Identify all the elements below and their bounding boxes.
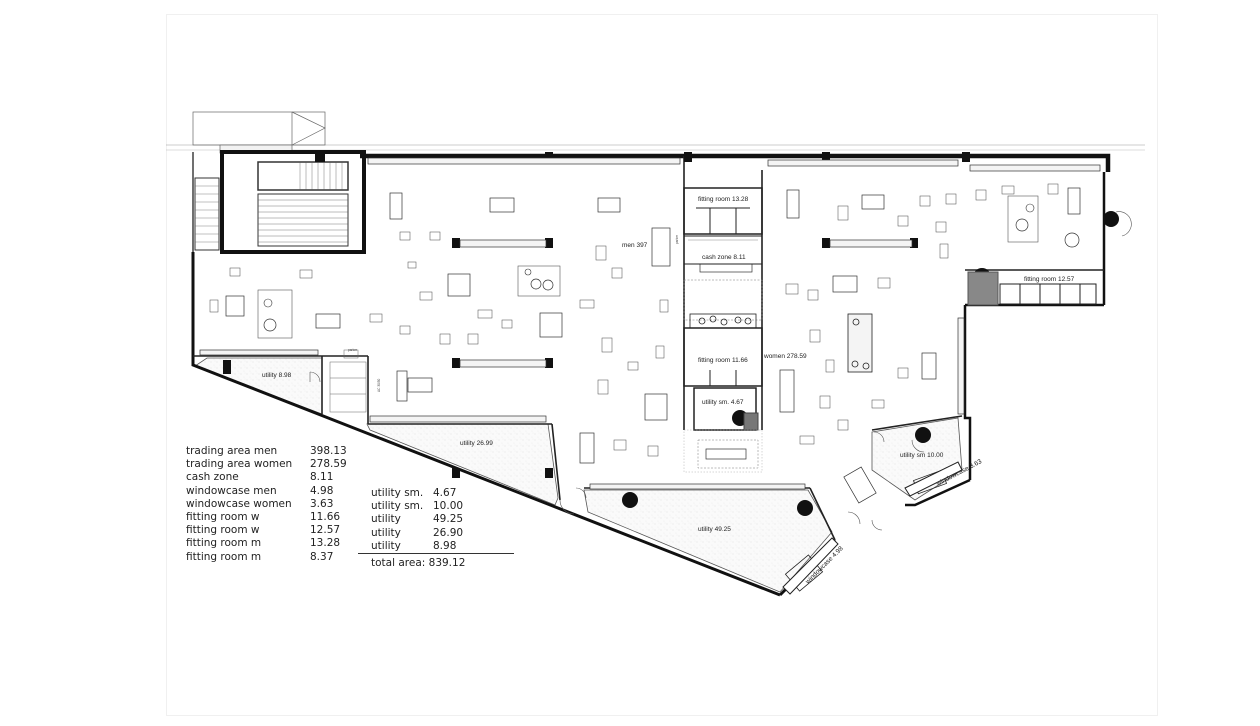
- legend-row: fitting room w 11.66: [186, 511, 347, 524]
- legend-value: 49.25: [433, 513, 464, 526]
- entrance-canopy: [192, 111, 326, 154]
- small-fixtures: [209, 183, 1059, 457]
- legend-value: 8.98: [433, 539, 457, 552]
- annotation-small-2: parker: [675, 234, 679, 244]
- legend-row: windowcase men 4.98: [186, 485, 347, 498]
- legend-label: utility: [371, 539, 401, 552]
- legend-label: windowcase men: [186, 484, 277, 497]
- legend-row: fitting room w 12.57: [186, 524, 347, 537]
- room-label-women: women 278.59: [763, 353, 807, 360]
- area-legend-right: utility sm. 4.67 utility sm. 10.00 utility…: [371, 487, 463, 553]
- legend-value: 13.28: [310, 537, 341, 550]
- legend-value: 10.00: [433, 500, 464, 513]
- room-label-utility-sm-2: utility sm 10.00: [900, 452, 944, 459]
- fitting-block: [683, 187, 763, 473]
- utility-zone-4925: [583, 489, 833, 593]
- stair-core: [194, 150, 366, 254]
- legend-value: 3.63: [310, 497, 334, 510]
- doors: [309, 211, 1132, 531]
- room-label-fitting-w2: fitting room 12.57: [1024, 276, 1075, 283]
- legend-row: utility 8.98: [371, 540, 463, 553]
- legend-row: trading area men 398.13: [186, 445, 347, 458]
- room-label-utility-sm-1: utility sm. 4.67: [702, 399, 744, 406]
- legend-value: 8.37: [310, 550, 334, 563]
- room-label-utility-898: utility 8.98: [262, 372, 292, 379]
- legend-label: fitting room w: [186, 524, 260, 537]
- legend-row: windowcase women 3.63: [186, 498, 347, 511]
- annotation-small: parker: [348, 348, 358, 352]
- legend-label: fitting room m: [186, 537, 262, 550]
- total-divider: [358, 553, 514, 554]
- room-label-men: men 397: [622, 242, 648, 249]
- legend-value: 8.11: [310, 471, 334, 484]
- legend-row: utility sm. 4.67: [371, 487, 463, 500]
- room-label-utility-2699: utility 26.99: [460, 440, 493, 447]
- structural-columns: [223, 152, 970, 478]
- room-label-utility-4925: utility 49.25: [698, 526, 731, 533]
- room-label-cash-zone: cash zone 8.11: [702, 254, 746, 261]
- wall-shelving: [329, 349, 367, 413]
- total-area: total area: 839.12: [371, 557, 466, 569]
- legend-label: utility: [371, 526, 401, 539]
- legend-value: 4.98: [310, 484, 334, 497]
- fitting-block-right: [967, 271, 1097, 306]
- legend-row: fitting room m 13.28: [186, 537, 347, 550]
- windowcase-women-outline: [904, 461, 963, 497]
- legend-value: 4.67: [433, 487, 457, 499]
- legend-value: 398.13: [310, 445, 347, 457]
- legend-value: 11.66: [310, 511, 341, 524]
- room-label-fitting-w: fitting room 11.66: [698, 357, 748, 364]
- drawing-sheet: [166, 14, 1158, 716]
- legend-row: cash zone 8.11: [186, 471, 347, 484]
- legend-value: 278.59: [310, 458, 347, 471]
- legend-row: utility sm. 10.00: [371, 500, 463, 513]
- mannequins: [689, 313, 948, 592]
- legend-label: trading area women: [186, 458, 293, 471]
- legend-label: utility: [371, 513, 401, 526]
- legend-row: utility 49.25: [371, 513, 463, 526]
- legend-row: utility 26.90: [371, 527, 463, 540]
- area-legend-left: trading area men 398.13 trading area wome…: [186, 445, 347, 564]
- legend-row: fitting room m 8.37: [186, 551, 347, 564]
- utility-zone-898: [194, 357, 323, 415]
- legend-value: 12.57: [310, 524, 341, 537]
- legend-row: trading area women 278.59: [186, 458, 347, 471]
- legend-value: 26.90: [433, 526, 464, 539]
- annotation-ac: AC 30/50: [377, 378, 381, 392]
- windowcase-men-outline: [782, 537, 839, 595]
- legend-label: cash zone: [186, 471, 239, 484]
- room-label-fitting-m: fitting room 13.28: [698, 196, 749, 203]
- legend-label: fitting room m: [186, 550, 262, 563]
- legend-label: utility sm.: [371, 500, 424, 513]
- legend-label: windowcase women: [186, 497, 292, 510]
- legend-label: utility sm.: [371, 487, 424, 499]
- round-displays: [257, 195, 1080, 339]
- display-tables: [225, 187, 1081, 504]
- display-rails: [199, 157, 1101, 490]
- legend-label: trading area men: [186, 445, 278, 457]
- legend-label: fitting room w: [186, 511, 260, 524]
